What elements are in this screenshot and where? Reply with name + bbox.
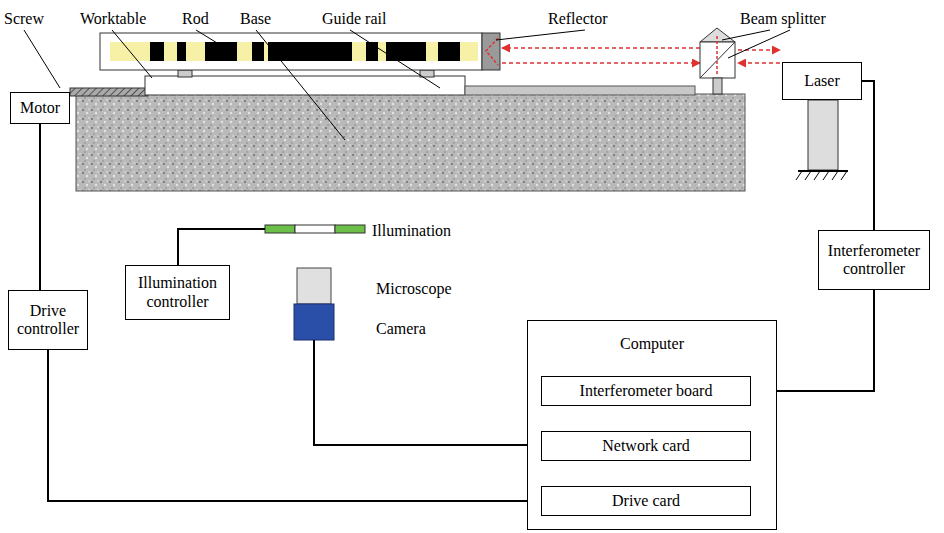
signal-wire bbox=[48, 350, 541, 501]
part-label: Guide rail bbox=[322, 10, 386, 28]
part-label: Worktable bbox=[80, 10, 146, 28]
part-label: Screw bbox=[4, 10, 44, 28]
beam-path bbox=[486, 38, 498, 65]
motor-box: Motor bbox=[10, 92, 70, 124]
laser-beam bbox=[502, 62, 700, 64]
splitter-prism bbox=[700, 28, 735, 42]
computer-box: ComputerInterferometer boardNetwork card… bbox=[527, 320, 777, 530]
part-label: Camera bbox=[376, 320, 426, 338]
base-block bbox=[76, 94, 745, 191]
camera-body bbox=[294, 304, 334, 340]
box-label: Interferometer board bbox=[580, 382, 713, 400]
rod-body bbox=[100, 33, 482, 70]
box-label: Illumination controller bbox=[130, 274, 225, 311]
wire bbox=[314, 340, 540, 445]
card-box: Network card bbox=[541, 431, 751, 461]
box-label: Computer bbox=[528, 335, 776, 353]
part-label: Microscope bbox=[376, 280, 452, 298]
box-label: Drive controller bbox=[13, 302, 83, 339]
controller-box: Interferometer controller bbox=[818, 230, 930, 290]
laser-beam bbox=[502, 47, 700, 49]
splitter-post bbox=[713, 78, 722, 94]
box-label: Laser bbox=[804, 72, 840, 90]
guide-rail bbox=[465, 86, 695, 95]
part-label: Reflector bbox=[548, 10, 608, 28]
illumination-led bbox=[335, 225, 365, 233]
card-box: Drive card bbox=[541, 486, 751, 516]
microscope-tube bbox=[297, 268, 331, 304]
card-box: Interferometer board bbox=[541, 376, 751, 406]
laser-box: Laser bbox=[782, 62, 862, 100]
part-label: Base bbox=[240, 10, 271, 28]
part-label: Beam splitter bbox=[740, 10, 826, 28]
illumination-window bbox=[295, 225, 335, 233]
laser-beam bbox=[738, 62, 780, 64]
scale-marks bbox=[150, 42, 460, 61]
box-label: Drive card bbox=[612, 492, 680, 510]
laser-stand bbox=[808, 100, 838, 170]
rod-support bbox=[178, 70, 192, 77]
ground-hatch bbox=[796, 171, 847, 180]
box-label: Network card bbox=[602, 437, 690, 455]
wire bbox=[178, 229, 265, 265]
ground-line bbox=[798, 170, 848, 172]
reflector-prism bbox=[482, 33, 500, 70]
controller-box: Drive controller bbox=[8, 290, 88, 350]
signal-wire bbox=[862, 81, 874, 230]
signal-wire bbox=[39, 124, 41, 290]
box-label: Interferometer controller bbox=[823, 242, 925, 279]
rod-scale bbox=[110, 42, 478, 61]
screw-thread bbox=[70, 88, 148, 96]
beam-path bbox=[716, 36, 718, 74]
box-label: Motor bbox=[20, 99, 60, 117]
part-label: Rod bbox=[182, 10, 209, 28]
worktable-plate bbox=[145, 76, 465, 95]
controller-box: Illumination controller bbox=[125, 265, 230, 320]
part-label: Illumination bbox=[372, 222, 451, 240]
leader-line bbox=[24, 30, 790, 140]
illumination-led bbox=[265, 225, 295, 233]
